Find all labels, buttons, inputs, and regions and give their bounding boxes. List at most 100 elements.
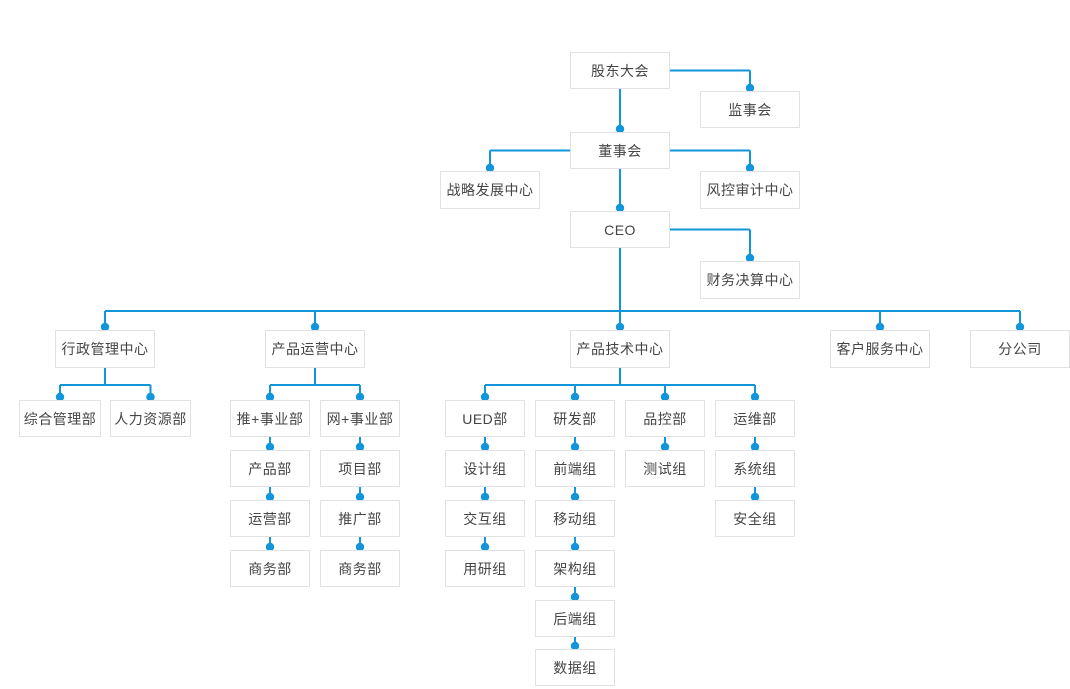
connector-dot [146, 392, 155, 402]
org-node-shangwu2: 商务部 [320, 550, 400, 587]
org-node-ceo: CEO [570, 211, 670, 248]
connector-dot [745, 163, 755, 173]
org-node-label: CEO [604, 221, 636, 238]
org-node-dongshihui: 董事会 [570, 132, 670, 169]
org-node-label: 安全组 [733, 510, 777, 527]
org-node-label: 前端组 [553, 460, 597, 477]
org-node-yunyingbu: 运营部 [230, 500, 310, 537]
org-node-label: 系统组 [733, 460, 777, 477]
org-node-yanfa: 研发部 [535, 400, 615, 437]
org-node-tuiguangbu: 推广部 [320, 500, 400, 537]
connector-dot [570, 592, 580, 602]
org-node-label: 架构组 [553, 560, 597, 577]
connector-dot [750, 492, 760, 502]
org-node-label: 用研组 [463, 560, 507, 577]
org-node-shuju: 数据组 [535, 649, 615, 686]
org-node-label: 研发部 [553, 410, 597, 427]
org-node-label: 人力资源部 [114, 410, 187, 427]
connector-dot [265, 492, 275, 502]
org-node-yidong: 移动组 [535, 500, 615, 537]
connector-dot [615, 203, 625, 213]
connector-dot [570, 442, 580, 452]
org-node-tui: 推+事业部 [230, 400, 310, 437]
org-node-xiangmubu: 项目部 [320, 450, 400, 487]
connector-dot [615, 322, 625, 332]
org-node-yongyan: 用研组 [445, 550, 525, 587]
org-node-fengkong: 风控审计中心 [700, 171, 800, 209]
org-node-fengongsi: 分公司 [970, 330, 1070, 368]
org-node-label: 品控部 [643, 410, 687, 427]
org-node-label: 商务部 [338, 560, 382, 577]
org-node-label: 战略发展中心 [446, 182, 534, 198]
org-node-xitong: 系统组 [715, 450, 795, 487]
org-node-label: 监事会 [728, 101, 772, 118]
org-node-label: 推+事业部 [236, 410, 304, 427]
org-node-label: 运维部 [733, 410, 777, 427]
connector-dot [570, 542, 580, 552]
org-node-jianshihui: 监事会 [700, 91, 800, 128]
connector-dot [265, 542, 275, 552]
org-node-label: 商务部 [248, 560, 292, 577]
org-node-shangwu1: 商务部 [230, 550, 310, 587]
connector-dot [660, 442, 670, 452]
org-node-label: 测试组 [643, 460, 687, 477]
connector-dot [570, 492, 580, 502]
org-node-zhanlve: 战略发展中心 [440, 171, 540, 209]
org-node-label: 股东大会 [591, 62, 649, 79]
org-node-houduan: 后端组 [535, 600, 615, 637]
connector-dot [265, 442, 275, 452]
org-node-label: 数据组 [553, 659, 597, 676]
org-node-pinkong: 品控部 [625, 400, 705, 437]
org-node-label: 财务决算中心 [706, 272, 794, 288]
org-node-zonghe: 综合管理部 [19, 400, 101, 437]
org-node-jishu: 产品技术中心 [570, 330, 670, 368]
org-node-label: 风控审计中心 [706, 182, 794, 198]
connector-dot [875, 322, 885, 332]
connector-dot [745, 253, 755, 263]
org-node-qianduan: 前端组 [535, 450, 615, 487]
connector-dot [355, 542, 365, 552]
org-node-yunwei: 运维部 [715, 400, 795, 437]
connector-dot [615, 124, 625, 134]
org-node-jiaohu: 交互组 [445, 500, 525, 537]
org-node-label: UED部 [462, 410, 508, 427]
connector-dot [355, 442, 365, 452]
org-node-label: 综合管理部 [23, 410, 97, 427]
org-node-chanpinbu: 产品部 [230, 450, 310, 487]
org-node-gudong: 股东大会 [570, 52, 670, 89]
org-node-label: 后端组 [553, 610, 597, 627]
connector-dot [265, 392, 275, 402]
org-node-sheji: 设计组 [445, 450, 525, 487]
org-node-wang: 网+事业部 [320, 400, 400, 437]
org-node-label: 行政管理中心 [61, 341, 149, 357]
org-node-label: 产品技术中心 [576, 341, 664, 357]
connector-dot [750, 392, 760, 402]
org-node-anquan: 安全组 [715, 500, 795, 537]
connector-dot [480, 542, 490, 552]
org-node-label: 运营部 [248, 510, 292, 527]
connector-dot [570, 641, 580, 651]
org-node-label: 设计组 [463, 460, 507, 477]
org-node-label: 董事会 [598, 142, 642, 159]
connector-dot [55, 392, 65, 402]
connector-dot [660, 392, 670, 402]
connector-dot [745, 83, 755, 93]
org-node-label: 推广部 [338, 510, 382, 527]
connector-dot [750, 442, 760, 452]
connector-dot [355, 392, 365, 402]
org-node-renli: 人力资源部 [110, 400, 191, 437]
connector-dot [480, 392, 490, 402]
org-node-ceshi: 测试组 [625, 450, 705, 487]
org-node-caiwu: 财务决算中心 [700, 261, 800, 299]
connector-dot [355, 492, 365, 502]
org-node-jiagou: 架构组 [535, 550, 615, 587]
connector-dot [570, 392, 580, 402]
org-node-label: 项目部 [338, 460, 382, 477]
org-node-label: 产品部 [248, 460, 292, 477]
org-node-label: 网+事业部 [326, 410, 394, 427]
org-node-label: 客户服务中心 [836, 341, 924, 357]
connector-dot [310, 322, 320, 332]
org-node-label: 移动组 [553, 510, 597, 527]
